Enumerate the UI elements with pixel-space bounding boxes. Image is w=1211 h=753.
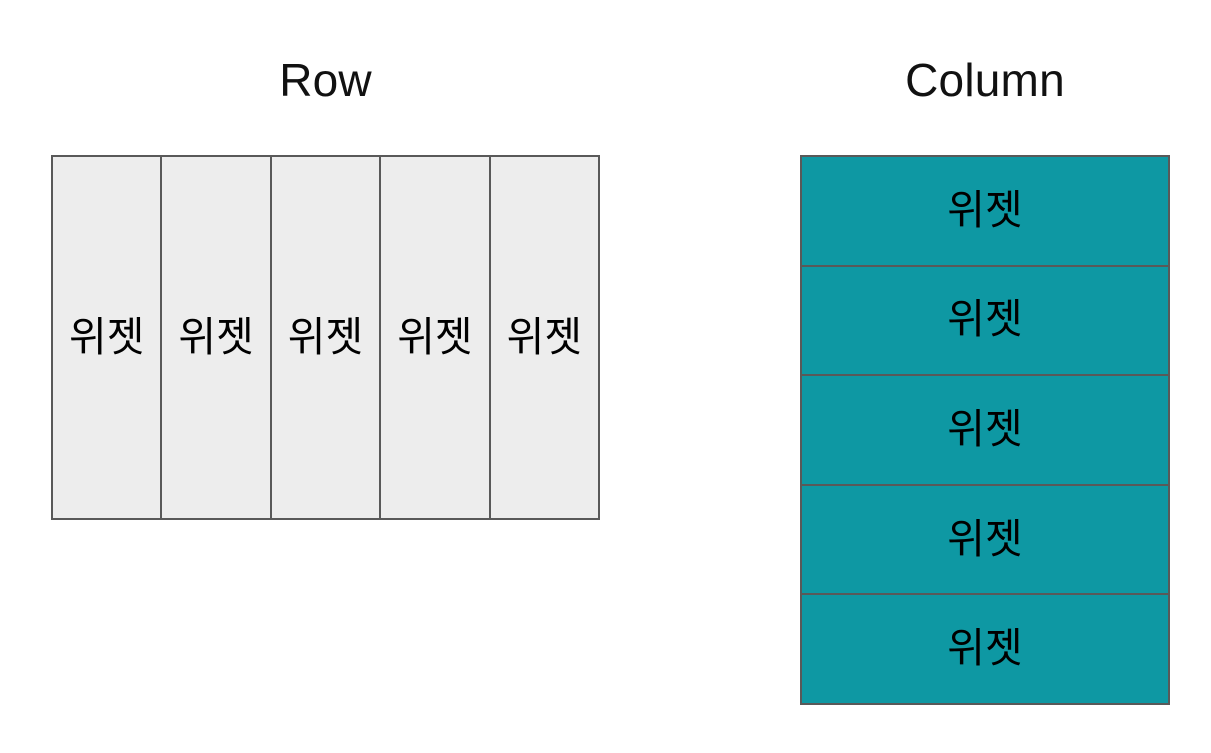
row-widget-label: 위젯 [287,313,364,360]
column-widget-label: 위젯 [947,406,1023,453]
column-section-title: Column [905,54,1065,106]
column-widget-label: 위젯 [947,296,1023,343]
row-layout-container: 위젯 위젯 위젯 위젯 위젯 [51,155,600,520]
row-widget-cell[interactable]: 위젯 [271,157,382,518]
row-widget-label: 위젯 [178,313,254,360]
column-widget-cell[interactable]: 위젯 [802,485,1168,596]
column-widget-cell[interactable]: 위젯 [802,376,1168,486]
row-section-title: Row [279,54,372,106]
row-widget-label: 위젯 [397,313,473,360]
row-widget-cell[interactable]: 위젯 [162,157,272,518]
column-widget-label: 위젯 [947,515,1023,562]
column-layout-container: 위젯 위젯 위젯 위젯 위젯 [800,155,1170,705]
row-widget-cell[interactable]: 위젯 [490,157,599,518]
column-widget-label: 위젯 [947,625,1023,672]
row-widget-cell[interactable]: 위젯 [53,157,163,518]
column-widget-label: 위젯 [947,186,1023,233]
column-widget-cell[interactable]: 위젯 [802,157,1168,267]
column-widget-cell[interactable]: 위젯 [802,266,1168,377]
row-widget-cell[interactable]: 위젯 [381,157,491,518]
row-widget-label: 위젯 [68,313,145,360]
column-widget-cell[interactable]: 위젯 [802,595,1168,703]
row-widget-label: 위젯 [506,313,583,360]
